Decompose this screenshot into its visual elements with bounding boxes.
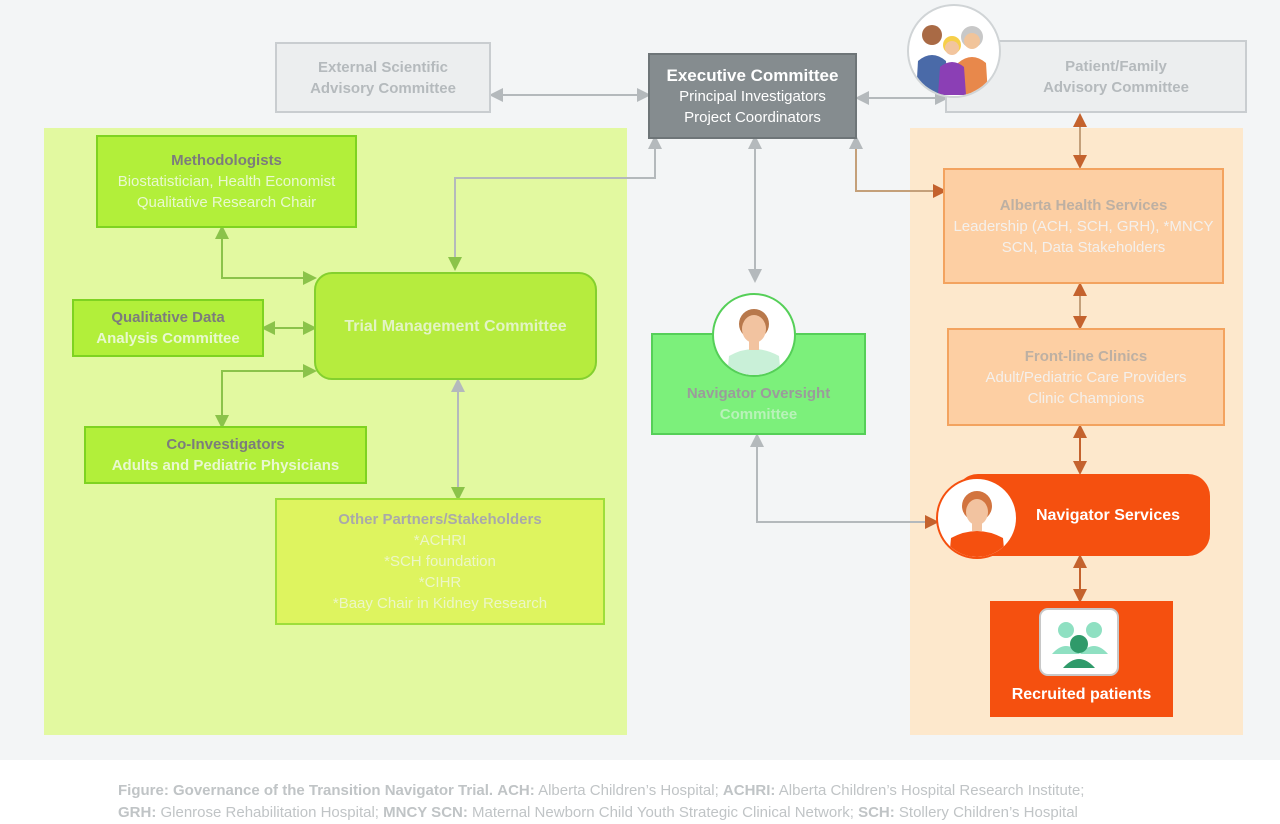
methodologists-title: Methodologists xyxy=(171,152,282,169)
executive-title: Executive Committee xyxy=(666,65,839,85)
navigator-services-title: Navigator Services xyxy=(1035,506,1181,524)
ahs-line1: Leadership (ACH, SCH, GRH), *MNCY xyxy=(953,217,1214,235)
qualitative-line2: Analysis Committee xyxy=(96,330,240,347)
patient-family-line1: Patient/Family xyxy=(1065,57,1167,75)
connectors-layer xyxy=(215,88,1087,603)
partners-item: *ACHRI xyxy=(413,532,467,549)
other-partners-box: Other Partners/Stakeholders *ACHRI *SCH … xyxy=(275,498,605,625)
caption-lead: Figure: Governance of the Transition Nav… xyxy=(118,782,494,799)
caption-abbr: GRH: xyxy=(118,804,157,821)
navigator-oversight-line1: Navigator Oversight xyxy=(686,385,831,402)
family-group-icon xyxy=(907,4,1001,98)
caption-def: Alberta Children’s Hospital Research Ins… xyxy=(778,782,1085,799)
patients-group-icon xyxy=(1039,608,1119,676)
caption-def: Maternal Newborn Child Youth Strategic C… xyxy=(472,804,854,821)
partners-title: Other Partners/Stakeholders xyxy=(338,511,542,528)
methodologists-line1: Biostatistician, Health Economist xyxy=(117,173,336,190)
external-scientific-line1: External Scientific xyxy=(317,58,449,76)
caption-abbr: ACH: xyxy=(497,782,535,799)
caption-abbr: SCH: xyxy=(858,804,895,821)
caption-abbr: ACHRI: xyxy=(722,782,776,799)
navigator-oversight-line2: Committee xyxy=(719,406,798,423)
ahs-line2: SCN, Data Stakeholders xyxy=(1001,238,1166,256)
executive-committee-box: Executive Committee Principal Investigat… xyxy=(648,53,857,139)
connector-oversight-services xyxy=(750,433,939,529)
connector-tmc-coinvestigators xyxy=(215,364,317,429)
navigator-person-icon xyxy=(712,293,796,377)
partners-item: *Baay Chair in Kidney Research xyxy=(332,595,548,612)
navigator-woman-icon xyxy=(936,477,1018,559)
caption-def: Alberta Children’s Hospital; xyxy=(538,782,719,799)
caption-def: Glenrose Rehabilitation Hospital; xyxy=(160,804,379,821)
recruited-title: Recruited patients xyxy=(1011,686,1152,703)
connector-executive-ahs xyxy=(849,135,947,198)
frontline-title: Front-line Clinics xyxy=(1024,347,1148,365)
trial-management-committee-box: Trial Management Committee xyxy=(314,272,597,380)
tmc-title: Trial Management Committee xyxy=(344,317,567,335)
methodologists-line2: Qualitative Research Chair xyxy=(136,194,317,211)
frontline-line1: Adult/Pediatric Care Providers xyxy=(985,368,1187,386)
external-scientific-advisory-box: External Scientific Advisory Committee xyxy=(275,42,491,113)
alberta-health-services-box: Alberta Health Services Leadership (ACH,… xyxy=(943,168,1224,284)
executive-line1: Principal Investigators xyxy=(679,87,826,105)
partners-item: *CIHR xyxy=(418,574,462,591)
caption-abbr: MNCY SCN: xyxy=(383,804,468,821)
frontline-line2: Clinic Champions xyxy=(1027,389,1145,407)
front-line-clinics-box: Front-line Clinics Adult/Pediatric Care … xyxy=(947,328,1225,426)
figure-caption: Figure: Governance of the Transition Nav… xyxy=(118,780,1218,824)
caption-def: Stollery Children’s Hospital xyxy=(898,804,1078,821)
patient-family-line2: Advisory Committee xyxy=(1043,78,1189,96)
co-investigators-box: Co-Investigators Adults and Pediatric Ph… xyxy=(84,426,367,484)
connector-methodologists-tmc xyxy=(215,225,317,285)
qualitative-line1: Qualitative Data xyxy=(111,309,225,326)
partners-item: *SCH foundation xyxy=(384,553,496,570)
methodologists-box: Methodologists Biostatistician, Health E… xyxy=(96,135,357,228)
qualitative-data-box: Qualitative Data Analysis Committee xyxy=(72,299,264,357)
co-investigators-line1: Adults and Pediatric Physicians xyxy=(111,457,340,474)
connector-executive-tmc xyxy=(448,135,662,271)
executive-line2: Project Coordinators xyxy=(684,108,821,126)
external-scientific-line2: Advisory Committee xyxy=(310,79,456,97)
co-investigators-title: Co-Investigators xyxy=(166,436,285,453)
ahs-title: Alberta Health Services xyxy=(999,196,1168,214)
